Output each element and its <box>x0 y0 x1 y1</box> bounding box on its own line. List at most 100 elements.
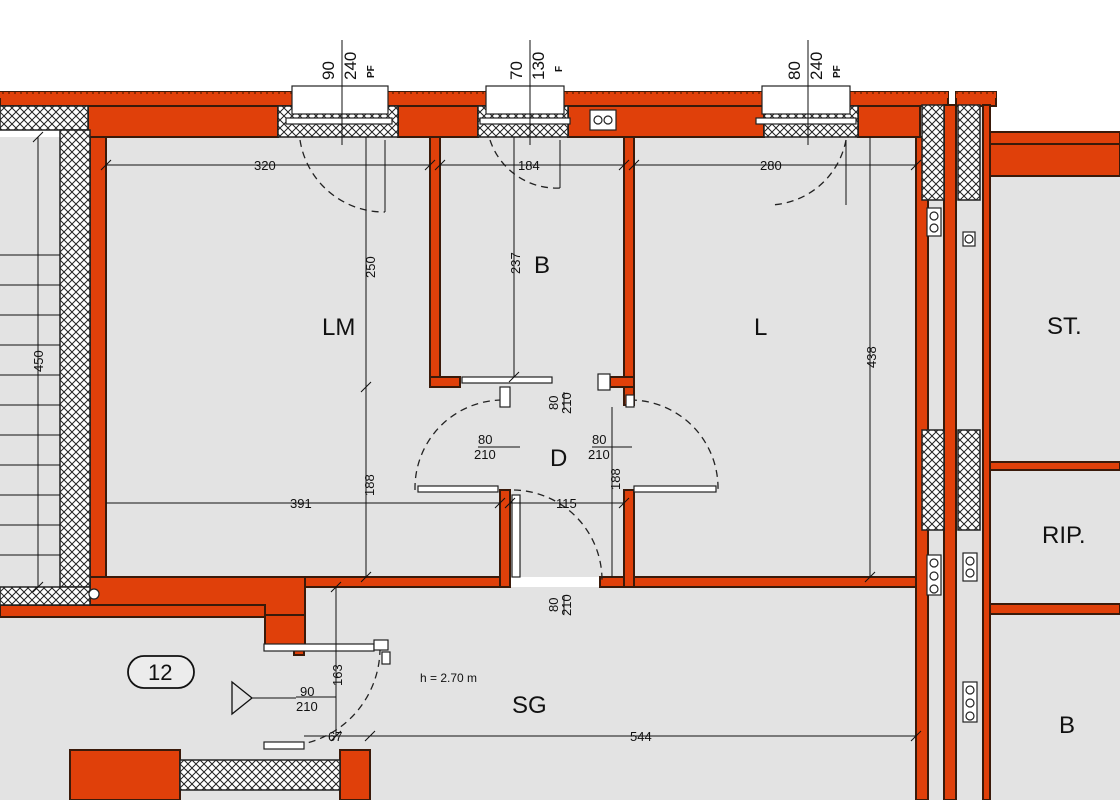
dimension-labels: 320 184 280 250 237 438 450 391 115 188 … <box>31 158 879 744</box>
room-label-b-right: B <box>1059 712 1075 739</box>
vent-circle-1 <box>593 115 603 125</box>
door-l-width: 80 <box>592 432 606 447</box>
wall-b-right <box>623 136 635 388</box>
dim-438: 438 <box>864 346 879 368</box>
wall-lm-left <box>89 136 107 588</box>
door-swings <box>263 139 847 750</box>
dim-450: 450 <box>31 350 46 372</box>
window-3-type: PF <box>832 65 843 78</box>
window-2-sill <box>479 117 571 125</box>
floor-st <box>990 176 1120 462</box>
floor-b-right <box>990 614 1120 800</box>
wall-b-left <box>429 136 441 388</box>
wall-bottom-mid <box>339 749 371 800</box>
door-entry-height: 210 <box>296 699 318 714</box>
window-1-height: 240 <box>341 52 360 80</box>
windows <box>285 85 857 131</box>
ins-shaft-mid <box>921 429 945 531</box>
floor-b-upper <box>440 137 624 377</box>
vent-circle-2 <box>603 115 613 125</box>
wall-shaft-right <box>982 104 991 800</box>
room-label-d: D <box>550 445 567 472</box>
wall-lm-d <box>499 489 511 588</box>
wall-top-inner-right <box>857 105 921 138</box>
swing-l-window <box>769 139 847 206</box>
wall-shaft-mid <box>943 104 957 800</box>
misc-annotations: 12 h = 2.70 m <box>127 655 477 716</box>
unit-number: 12 <box>148 660 172 685</box>
window-labels: 90 240 PF 70 130 F 80 240 PF <box>319 40 843 145</box>
wall-bottom-lm2 <box>304 576 511 588</box>
ins-shaft-top <box>921 104 945 201</box>
dim-544: 544 <box>630 729 652 744</box>
door-lm-height: 210 <box>474 447 496 462</box>
room-label-rip: RIP. <box>1042 522 1086 549</box>
swing-door-lm <box>414 399 504 491</box>
wall-top-inner-mid <box>397 105 479 138</box>
floor-rip <box>990 470 1120 604</box>
vent-box <box>589 109 617 131</box>
roof-strip-right <box>956 92 996 98</box>
entry-arrow-icon <box>231 680 254 716</box>
door-d-sg-width: 80 <box>546 598 561 612</box>
insulation <box>0 104 981 791</box>
window-2-type: F <box>554 66 565 72</box>
ins-left-bottom <box>0 586 91 606</box>
dim-280: 280 <box>760 158 782 173</box>
floor-l <box>634 137 916 577</box>
floor-sg <box>305 587 917 800</box>
wall-b-bottom-left <box>429 376 461 388</box>
dim-237: 237 <box>508 252 523 274</box>
dim-184: 184 <box>518 158 540 173</box>
dimension-lines <box>32 131 922 742</box>
floor-lm <box>106 137 430 577</box>
wall-entry-jamb <box>0 604 266 618</box>
ins-shaft-mid2 <box>957 429 981 531</box>
wall-right-top <box>982 131 1120 145</box>
ins-shaft-top2 <box>957 104 981 201</box>
floor-d <box>430 377 634 577</box>
wall-d-l <box>623 489 635 588</box>
door-b-height: 210 <box>559 392 574 414</box>
wall-rip-b <box>989 603 1120 615</box>
room-labels: LM B L D SG ST. RIP. B <box>322 252 1086 739</box>
window-2-width: 70 <box>507 61 526 80</box>
door-entry-width: 90 <box>300 684 314 699</box>
window-1-frame <box>291 85 389 115</box>
dim-250: 250 <box>363 256 378 278</box>
door-l-height: 210 <box>588 447 610 462</box>
ins-top-left <box>0 105 89 131</box>
room-label-sg: SG <box>512 692 547 719</box>
dim-163: 163 <box>330 664 345 686</box>
door-b-width: 80 <box>546 396 561 410</box>
window-3-sill <box>755 117 857 125</box>
wall-b-bottom-right <box>609 376 635 388</box>
ins-left-column <box>59 129 91 588</box>
swing-door-sg <box>513 489 603 581</box>
wall-st-rip <box>989 461 1120 471</box>
dim-320: 320 <box>254 158 276 173</box>
room-label-l: L <box>754 314 767 341</box>
dim-391: 391 <box>290 496 312 511</box>
ceiling-height: h = 2.70 m <box>420 671 477 685</box>
swing-door-l <box>629 399 719 491</box>
dim-188a: 188 <box>362 474 377 496</box>
room-label-st: ST. <box>1047 313 1082 340</box>
window-3-frame <box>761 85 851 115</box>
dim-67: 67 <box>328 729 342 744</box>
door-d-sg-height: 210 <box>559 594 574 616</box>
ins-bottom <box>179 759 341 791</box>
roof-strip <box>0 92 948 98</box>
window-1-type: PF <box>366 65 377 78</box>
dim-115: 115 <box>556 496 577 511</box>
door-lm-width: 80 <box>478 432 492 447</box>
floor-stairs <box>0 137 60 587</box>
wall-bottom-left <box>69 749 181 800</box>
window-3-width: 80 <box>785 61 804 80</box>
wall-top-inner-left <box>87 105 279 138</box>
door-labels: 80 210 80 210 80 210 80 210 90 210 <box>296 392 610 714</box>
room-label-b-upper: B <box>534 252 550 279</box>
window-2-frame <box>485 85 565 115</box>
window-2-height: 130 <box>529 52 548 80</box>
